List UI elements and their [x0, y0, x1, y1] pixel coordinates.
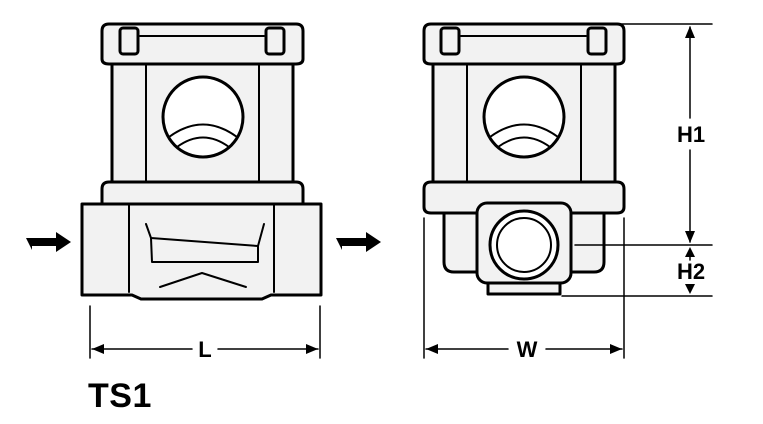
side-lower-body	[80, 202, 323, 301]
flow-arrow-out-icon	[336, 232, 381, 252]
dimension-height-upper	[574, 23, 713, 246]
flow-arrow-in-icon	[26, 232, 71, 252]
dimension-length	[89, 305, 321, 359]
front-top-cap	[422, 22, 626, 66]
front-cap-bolt-right	[586, 26, 608, 56]
side-cap-bolt-right	[264, 26, 286, 56]
front-view	[422, 22, 713, 359]
dimension-width	[423, 217, 625, 359]
dimension-label-height-lower: H2	[677, 259, 705, 284]
dimension-label-width: W	[517, 337, 538, 362]
side-cap-bolt-left	[118, 26, 140, 56]
front-flange	[422, 180, 626, 215]
dimension-label-height-upper: H1	[677, 122, 705, 147]
front-cap-bolt-left	[439, 26, 461, 56]
side-sight-window	[161, 75, 245, 159]
side-view	[26, 22, 381, 359]
dimension-height-lower	[561, 247, 713, 297]
model-name: TS1	[88, 377, 152, 415]
side-top-cap	[100, 22, 305, 66]
front-sight-window	[482, 75, 566, 159]
dimension-label-length: L	[198, 337, 211, 362]
front-port-opening	[488, 209, 560, 281]
